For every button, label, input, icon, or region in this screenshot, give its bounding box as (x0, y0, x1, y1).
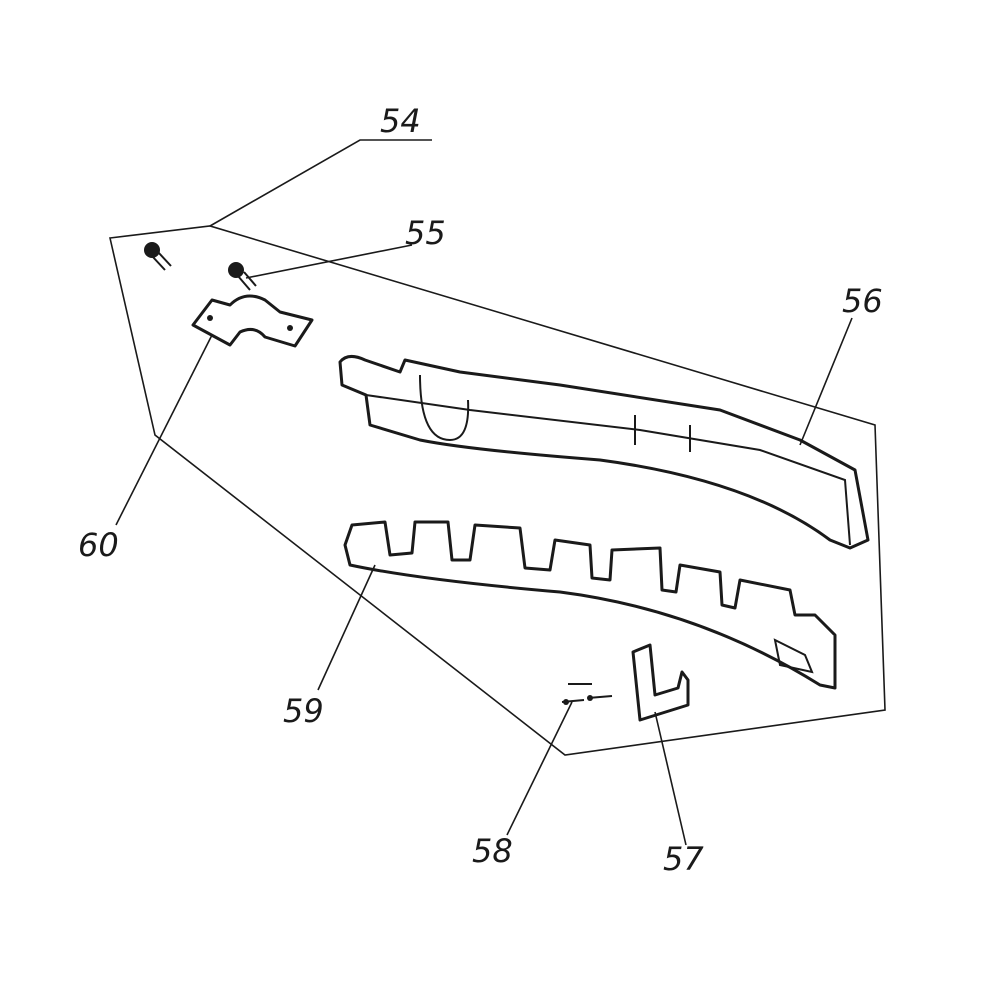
part-58-screws (561, 683, 613, 705)
callout-59: 59 (283, 692, 324, 730)
leader-lines (115, 139, 853, 846)
callout-56: 56 (842, 282, 883, 320)
part-57-plate (631, 643, 690, 722)
callout-54: 54 (380, 102, 421, 140)
part-59-toothed-guide (343, 520, 837, 690)
callout-57: 57 (663, 840, 704, 878)
callout-55: 55 (405, 214, 446, 252)
part-56-chain-guide (338, 355, 870, 550)
part-55-bolts (144, 242, 257, 291)
callout-58: 58 (472, 832, 513, 870)
callout-60: 60 (78, 526, 119, 564)
part-60-bracket (191, 294, 314, 348)
